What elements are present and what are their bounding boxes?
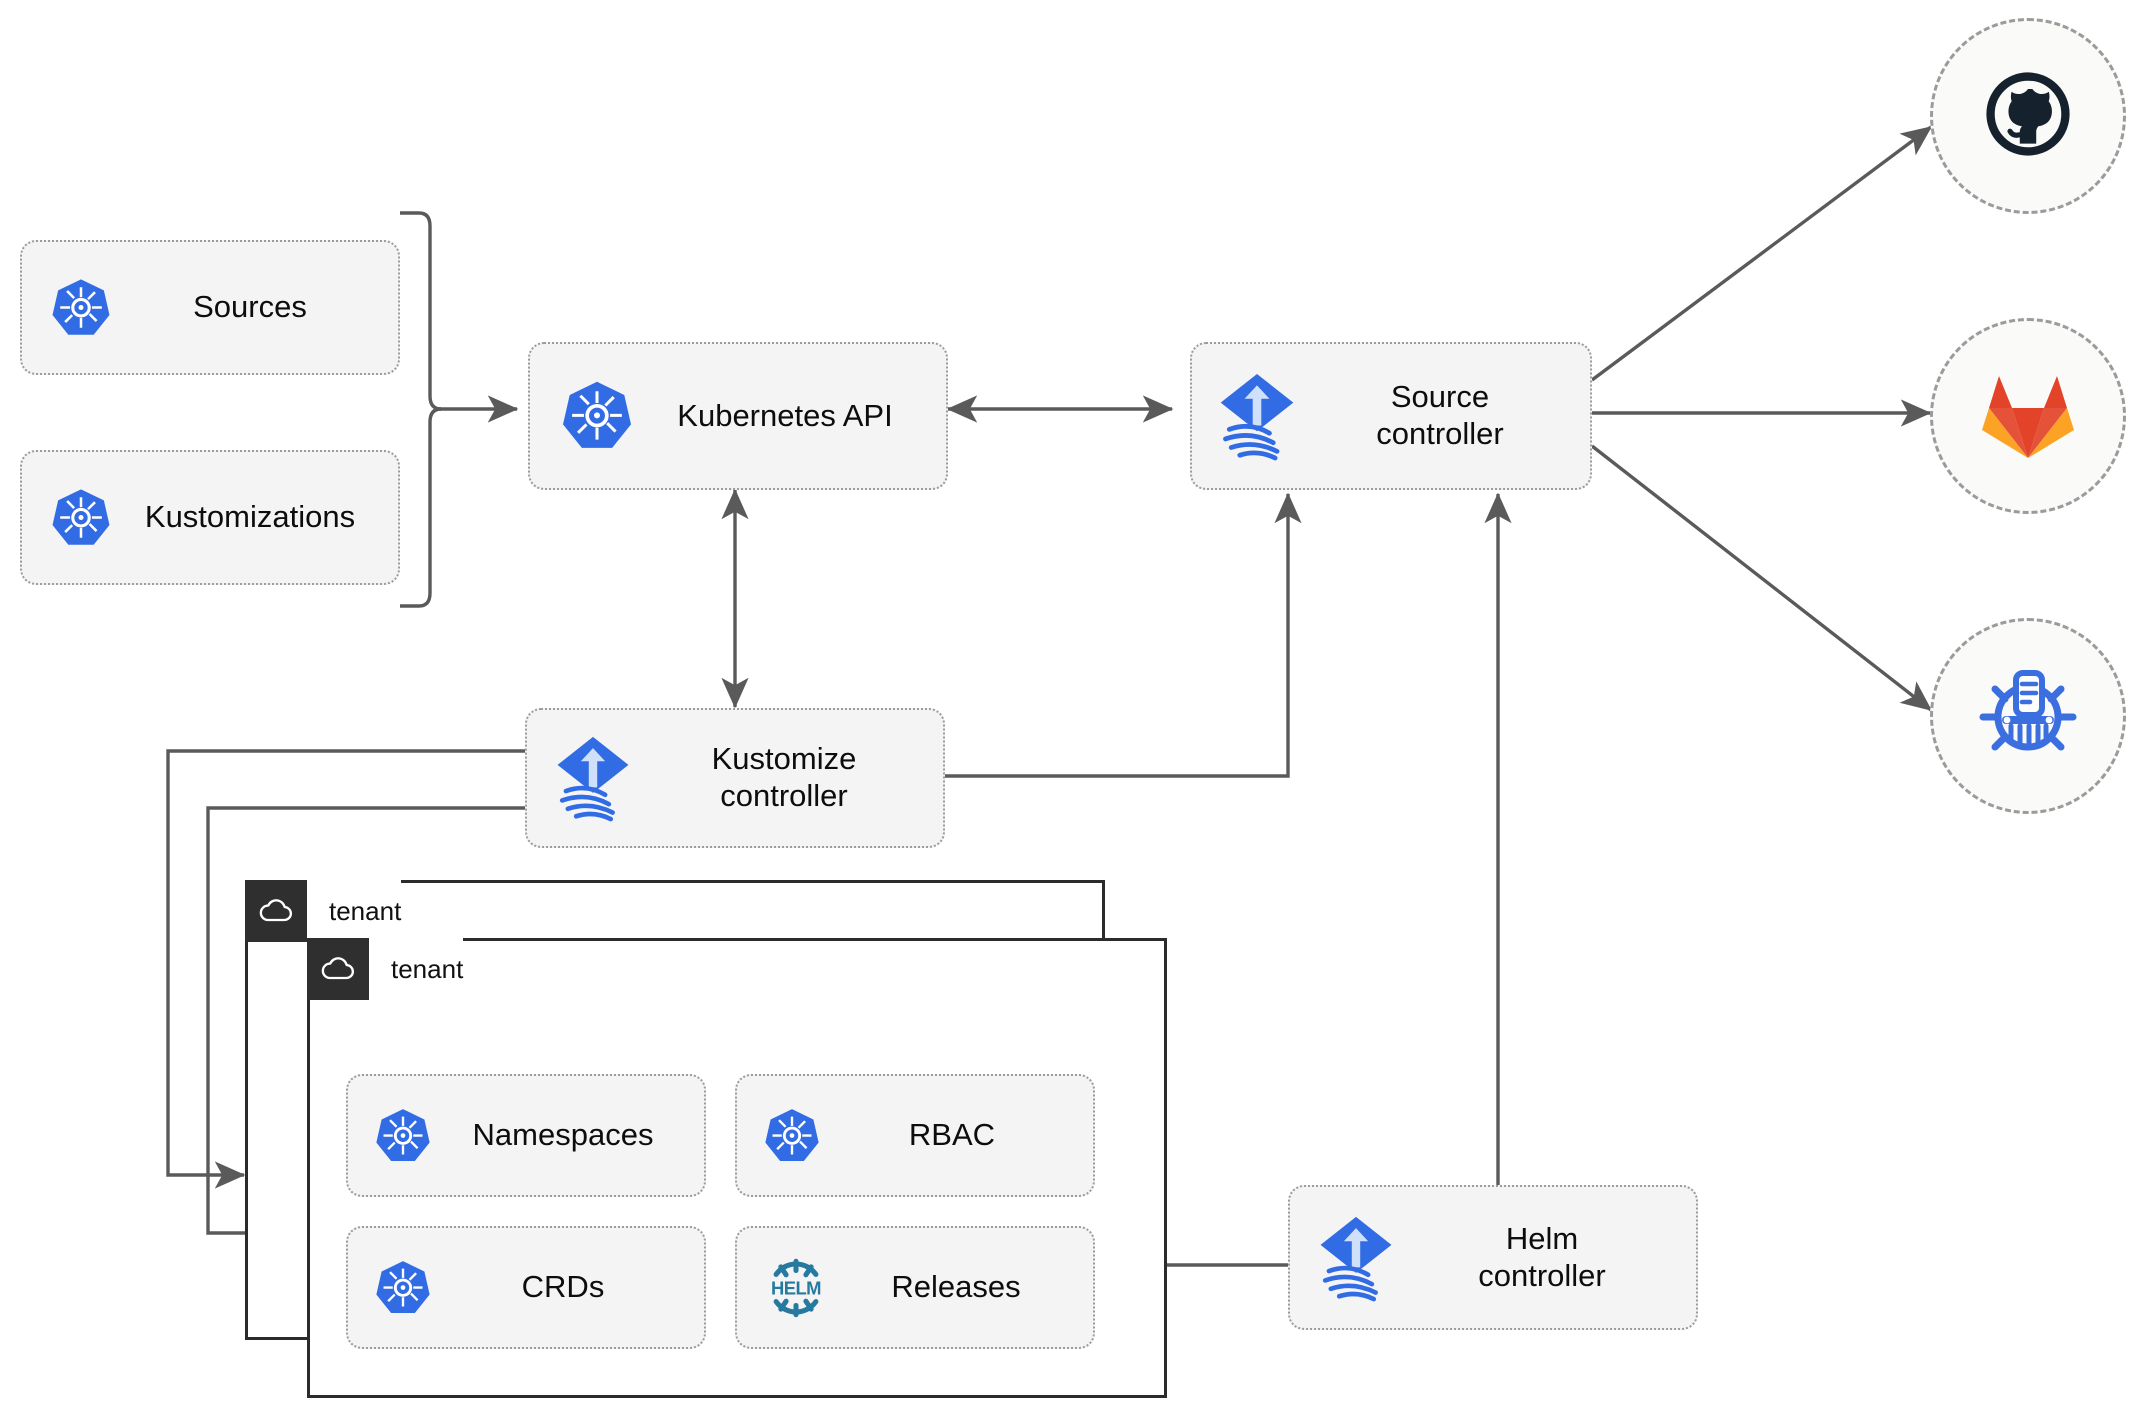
node-label: Kustomizations (144, 499, 356, 535)
node-crds[interactable]: CRDs (346, 1226, 706, 1349)
node-sources[interactable]: Sources (20, 240, 400, 375)
cloud-icon (307, 938, 369, 1000)
node-label: Releases (891, 1269, 1021, 1305)
tenant-container-2[interactable]: tenant Namespaces (307, 938, 1167, 1398)
github-icon (1976, 62, 2080, 171)
node-kubernetes-api[interactable]: Kubernetes API (528, 342, 948, 490)
node-label: RBAC (908, 1117, 996, 1153)
edge-sources-bracket (400, 211, 442, 411)
node-label: Source controller (1376, 379, 1504, 451)
flux-icon (551, 733, 635, 823)
edge-kustomizations-bracket (400, 407, 442, 608)
node-label: Kustomize controller (711, 741, 857, 813)
kubernetes-icon (763, 1107, 821, 1165)
tenant-tab: tenant (307, 938, 464, 1000)
provider-gitlab[interactable] (1930, 318, 2126, 514)
edge-source-controller-helm-repository (1590, 444, 1933, 712)
node-label: Namespaces (472, 1117, 654, 1153)
node-kustomize-controller[interactable]: Kustomize controller (525, 708, 945, 848)
kubernetes-icon (560, 379, 634, 453)
cloud-icon (245, 880, 307, 942)
tenant-tab: tenant (245, 880, 402, 942)
tenant-label: tenant (391, 953, 464, 984)
node-rbac[interactable]: RBAC (735, 1074, 1095, 1197)
tenant-label: tenant (329, 895, 402, 926)
edge-kustomize-controller-source-controller (944, 492, 1302, 778)
svg-text:HELM: HELM (771, 1277, 821, 1298)
helm-repository-icon (1973, 659, 2083, 774)
helm-icon: HELM (763, 1255, 829, 1321)
provider-github[interactable] (1930, 18, 2126, 214)
node-label: Helm controller (1478, 1220, 1606, 1293)
node-label: CRDs (521, 1269, 605, 1305)
kubernetes-icon (374, 1259, 432, 1317)
node-source-controller[interactable]: Source controller (1190, 342, 1592, 490)
node-helm-controller[interactable]: Helm controller (1288, 1185, 1698, 1330)
flux-icon (1214, 370, 1300, 462)
kubernetes-icon (50, 277, 112, 339)
node-namespaces[interactable]: Namespaces (346, 1074, 706, 1197)
gitlab-icon (1978, 366, 2078, 467)
node-kustomizations[interactable]: Kustomizations (20, 450, 400, 585)
edge-source-controller-github (1590, 125, 1933, 382)
flux-icon (1314, 1213, 1398, 1303)
kubernetes-icon (50, 487, 112, 549)
node-label: Kubernetes API (677, 397, 893, 433)
node-label: Sources (193, 289, 307, 325)
provider-helm-repository[interactable] (1930, 618, 2126, 814)
kubernetes-icon (374, 1107, 432, 1165)
node-releases[interactable]: HELM Releases (735, 1226, 1095, 1349)
